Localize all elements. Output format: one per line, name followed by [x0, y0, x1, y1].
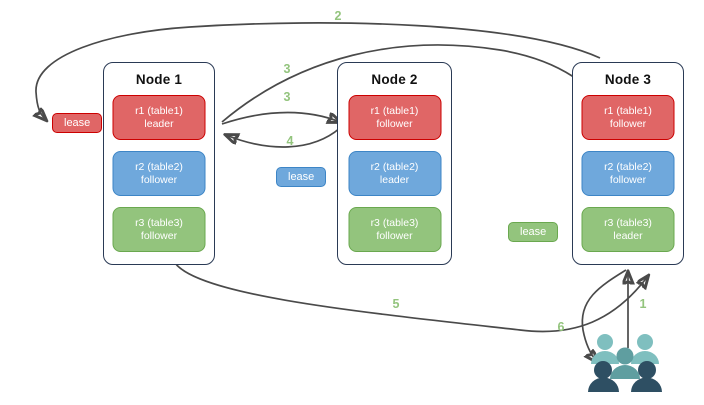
node-title: Node 2	[371, 72, 418, 87]
replica-name: r3 (table3)	[370, 216, 419, 229]
step-label-6: 6	[557, 320, 565, 334]
replica-name: r3 (table3)	[604, 216, 652, 229]
people-group-icon	[586, 330, 664, 392]
edge-step-3-node2	[221, 111, 340, 125]
replica-name: r2 (table2)	[604, 160, 652, 173]
step-label-3a: 3	[283, 62, 291, 76]
replica-r3[interactable]: r3 (table3) follower	[112, 207, 206, 252]
node-card-3[interactable]: Node 3 r1 (table1) follower r2 (table2) …	[572, 62, 684, 265]
step-label-3b: 3	[283, 90, 291, 104]
lease-chip-red[interactable]: lease	[52, 113, 103, 133]
replica-role: follower	[140, 229, 178, 242]
replica-name: r2 (table2)	[135, 160, 183, 173]
replica-r1[interactable]: r1 (table1) follower	[348, 95, 441, 140]
replica-role: follower	[609, 173, 647, 186]
node-title: Node 1	[135, 72, 183, 87]
edge-step-5	[174, 262, 648, 333]
replica-role: leader	[144, 117, 174, 130]
replica-role: follower	[376, 229, 413, 242]
replica-role: follower	[140, 173, 178, 186]
step-label-1: 1	[639, 297, 647, 311]
node-title: Node 3	[604, 72, 652, 87]
lease-chip-green[interactable]: lease	[508, 222, 559, 242]
lease-chip-blue[interactable]: lease	[276, 167, 327, 187]
replica-name: r1 (table1)	[370, 104, 419, 117]
replica-role: follower	[609, 117, 647, 130]
replica-role: leader	[613, 229, 643, 242]
replica-role: follower	[376, 117, 413, 130]
replica-name: r1 (table1)	[135, 104, 183, 117]
replica-r1[interactable]: r1 (table1) follower	[581, 95, 675, 140]
node-card-2[interactable]: Node 2 r1 (table1) follower r2 (table2) …	[337, 62, 452, 265]
replica-r1[interactable]: r1 (table1) leader	[112, 95, 206, 140]
replica-r3[interactable]: r3 (table3) leader	[581, 207, 675, 252]
replica-name: r2 (table2)	[370, 160, 419, 173]
replica-r3[interactable]: r3 (table3) follower	[348, 207, 441, 252]
step-label-5: 5	[392, 297, 400, 311]
replica-r2[interactable]: r2 (table2) follower	[112, 151, 206, 196]
replica-role: leader	[379, 173, 410, 186]
replica-r2[interactable]: r2 (table2) follower	[581, 151, 675, 196]
replica-name: r1 (table1)	[604, 104, 652, 117]
step-label-4: 4	[286, 134, 294, 148]
replica-name: r3 (table3)	[135, 216, 183, 229]
replica-r2[interactable]: r2 (table2) leader	[348, 151, 441, 196]
node-card-1[interactable]: Node 1 r1 (table1) leader r2 (table2) fo…	[103, 62, 215, 265]
step-label-2: 2	[334, 9, 342, 23]
